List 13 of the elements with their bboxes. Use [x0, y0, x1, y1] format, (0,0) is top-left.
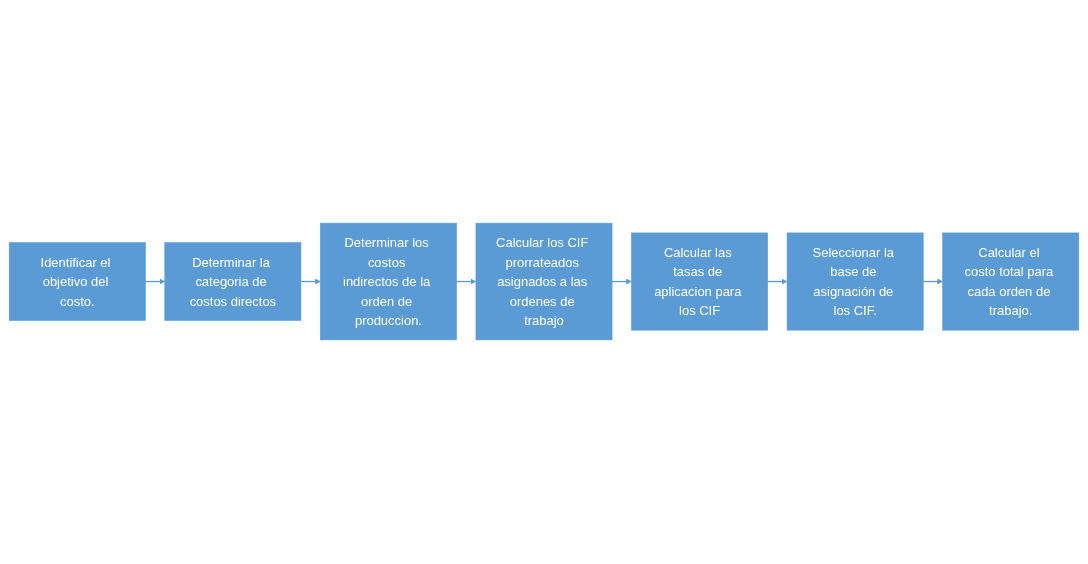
arrow: [611, 279, 632, 285]
node-box: Calcular el costo total para cada orden de trabajo.: [942, 233, 1080, 331]
node-box: Calcular las tasas de aplicacion para los CIF: [631, 233, 768, 331]
node-box: Seleccionar la base de asignación de los CIF.: [786, 233, 924, 331]
node-box: Determinar los costos indirectos de la orden de produccion.: [320, 223, 457, 341]
arrow: [455, 279, 477, 285]
arrow: [922, 279, 943, 285]
node-box: Calcular los CIF prorrateados asignados a las ordenes de trabajo: [475, 223, 613, 341]
arrow: [300, 279, 321, 285]
arrow: [767, 279, 788, 285]
arrow: [144, 279, 166, 285]
node-box: Determinar la categoria de costos directos: [164, 242, 302, 322]
node-box: Identificar el objetivo del costo.: [8, 242, 146, 322]
